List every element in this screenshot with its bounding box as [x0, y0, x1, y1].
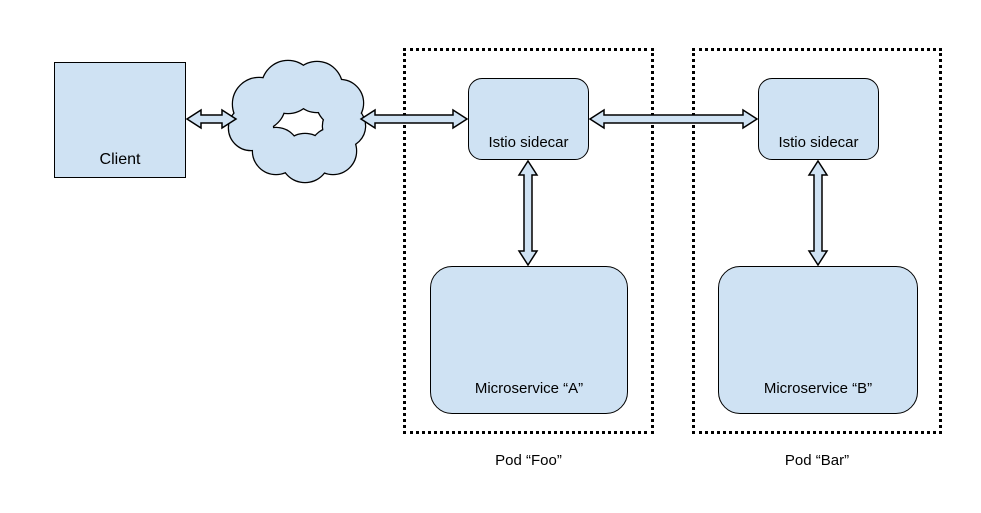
- microservice-b-label: Microservice “B”: [763, 379, 873, 397]
- arrow-client-cloud: [185, 108, 238, 130]
- pod-bar-boundary: [692, 48, 942, 434]
- pod-foo-caption: Pod “Foo”: [495, 452, 562, 469]
- istio-sidecar-foo-node: Istio sidecar: [468, 78, 589, 160]
- pod-foo-boundary: [403, 48, 654, 434]
- network-cloud-icon: [227, 59, 367, 184]
- microservice-a-label: Microservice “A”: [474, 379, 584, 397]
- client-label: Client: [99, 150, 141, 168]
- pod-bar-caption: Pod “Bar”: [784, 452, 850, 469]
- istio-sidecar-bar-node: Istio sidecar: [758, 78, 879, 160]
- istio-sidecar-bar-label: Istio sidecar: [778, 133, 859, 151]
- microservice-b-node: Microservice “B”: [718, 266, 918, 414]
- client-node: Client: [54, 62, 186, 178]
- istio-sidecar-foo-label: Istio sidecar: [488, 133, 569, 151]
- microservice-a-node: Microservice “A”: [430, 266, 628, 414]
